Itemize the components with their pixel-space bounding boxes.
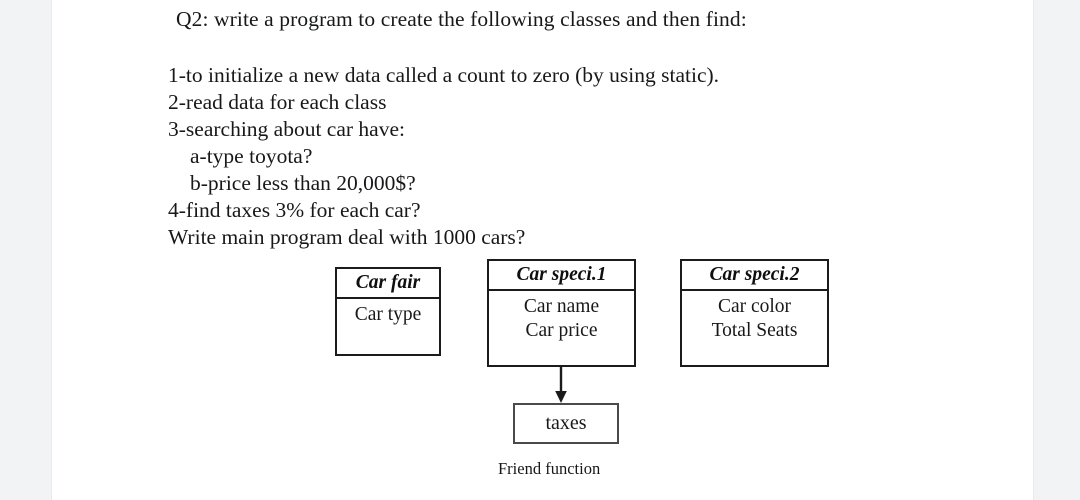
body-line: 4-find taxes 3% for each car? [168,198,421,222]
document-page: Q2: write a program to create the follow… [52,0,1033,500]
class-box-title: Car speci.1 [489,261,634,291]
class-attribute: Total Seats [711,320,798,341]
class-box-car-fair: Car fair Car type [335,267,441,356]
body-line: 1-to initialize a new data called a coun… [168,63,720,87]
arrow-down-icon [555,366,567,403]
class-box-attributes: Car type [337,299,439,327]
class-box-title: Car speci.2 [682,261,827,291]
class-diagram: Car fair Car type Car speci.1 Car name C… [52,0,1033,500]
taxes-label: taxes [545,412,587,434]
class-attribute: Car name [523,296,600,317]
question-heading: Q2: write a program to create the follow… [176,7,747,31]
body-line: 3-searching about car have: [168,117,405,141]
body-line: a-type toyota? [190,144,313,168]
class-box-title: Car fair [337,269,439,299]
question-body: 1-to initialize a new data called a coun… [168,62,719,251]
class-box-car-speci-2: Car speci.2 Car color Total Seats [680,259,829,367]
class-box-attributes: Car name Car price [489,291,634,343]
class-box-car-speci-1: Car speci.1 Car name Car price [487,259,636,367]
class-box-attributes: Car color Total Seats [682,291,827,343]
class-attribute: Car color [717,296,792,317]
body-line: b-price less than 20,000$? [190,171,416,195]
class-attribute: Car type [354,304,422,325]
class-attribute: Car price [525,320,598,341]
body-line: 2-read data for each class [168,90,387,114]
body-line: Write main program deal with 1000 cars? [168,225,526,249]
friend-function-caption: Friend function [498,459,601,478]
taxes-box: taxes [513,403,619,444]
